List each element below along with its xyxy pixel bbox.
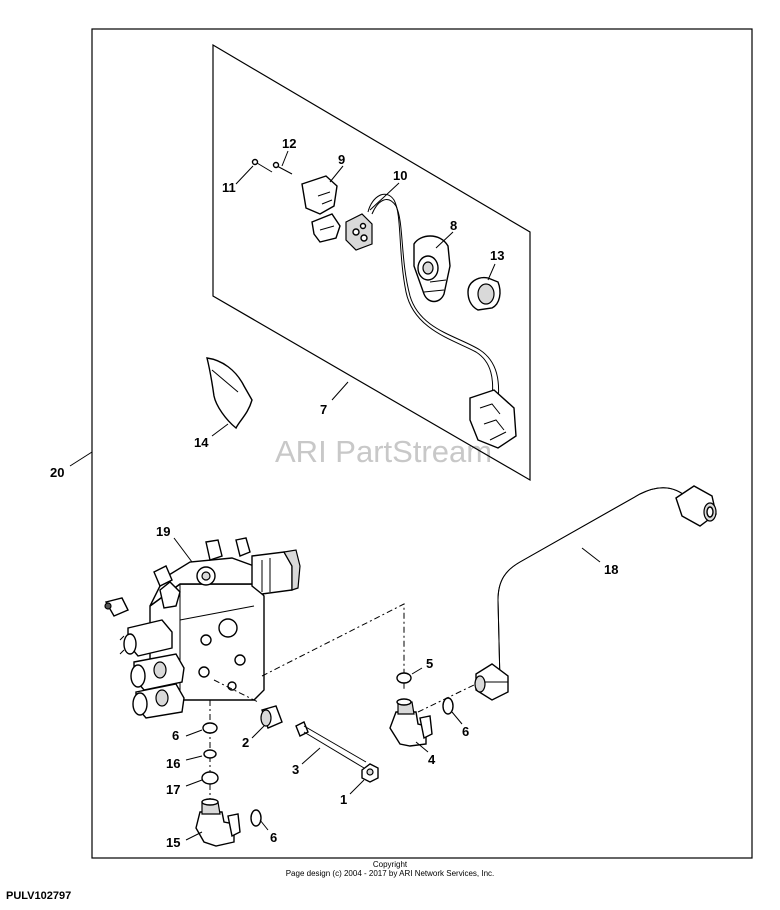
callout-18: 18: [604, 562, 618, 577]
elbow-fitting-15: [195, 798, 241, 847]
o-ring-6-left: [202, 722, 218, 734]
callout-19: 19: [156, 524, 170, 539]
diagram-code: PULV102797: [6, 890, 71, 902]
callout-11: 11: [222, 180, 236, 195]
bolt-3: [295, 721, 367, 769]
callout-6-left: 6: [172, 728, 179, 743]
callout-14: 14: [194, 435, 209, 450]
callout-12: 12: [282, 136, 296, 151]
control-valve-19: [104, 537, 301, 719]
callout-4: 4: [428, 752, 436, 767]
spacer-2: [260, 705, 283, 729]
callout-15: 15: [166, 835, 180, 850]
callout-2: 2: [242, 735, 249, 750]
leader-lines: [69, 150, 601, 841]
spool-middle: [130, 653, 185, 691]
bracket-9: [301, 175, 341, 243]
callout-16: 16: [166, 756, 180, 771]
connector-10: [345, 213, 373, 251]
callout-8: 8: [450, 218, 457, 233]
switch-8: [413, 235, 451, 303]
callout-17: 17: [166, 782, 180, 797]
spool-upper: [119, 619, 173, 657]
elbow-fitting-4: [389, 698, 433, 747]
tube-18: [474, 485, 717, 701]
o-ring-16: [203, 749, 217, 759]
callout-10: 10: [393, 168, 407, 183]
screw-11: [251, 158, 273, 173]
copyright-line-1: Copyright: [373, 860, 408, 869]
o-ring-6-lower: [250, 809, 262, 827]
decal-14: [206, 357, 253, 430]
diagram-frame: [91, 28, 753, 859]
o-ring-17: [201, 771, 219, 785]
inset-panel: [212, 43, 531, 482]
wire-harness: [367, 193, 494, 399]
valve-fitting-left: [104, 597, 129, 617]
harness-plug: [469, 389, 517, 449]
copyright-line-2: Page design (c) 2004 - 2017 by ARI Netwo…: [286, 869, 495, 878]
callout-6-upper: 6: [462, 724, 469, 739]
o-ring-5: [396, 672, 412, 684]
nut-1: [361, 763, 379, 783]
callout-9: 9: [338, 152, 345, 167]
callout-6-lower: 6: [270, 830, 277, 845]
callout-1: 1: [340, 792, 347, 807]
knob-13: [467, 276, 501, 311]
valve-lever-top: [153, 537, 251, 587]
o-ring-6-upper: [442, 697, 454, 715]
callout-7: 7: [320, 402, 327, 417]
alignment-line-1: [213, 603, 405, 703]
screw-12: [272, 161, 293, 175]
spool-lower: [132, 683, 185, 719]
watermark: ARI PartStream: [275, 434, 492, 469]
callout-5: 5: [426, 656, 433, 671]
callout-13: 13: [490, 248, 504, 263]
callout-3: 3: [292, 762, 299, 777]
callout-20: 20: [50, 465, 64, 480]
